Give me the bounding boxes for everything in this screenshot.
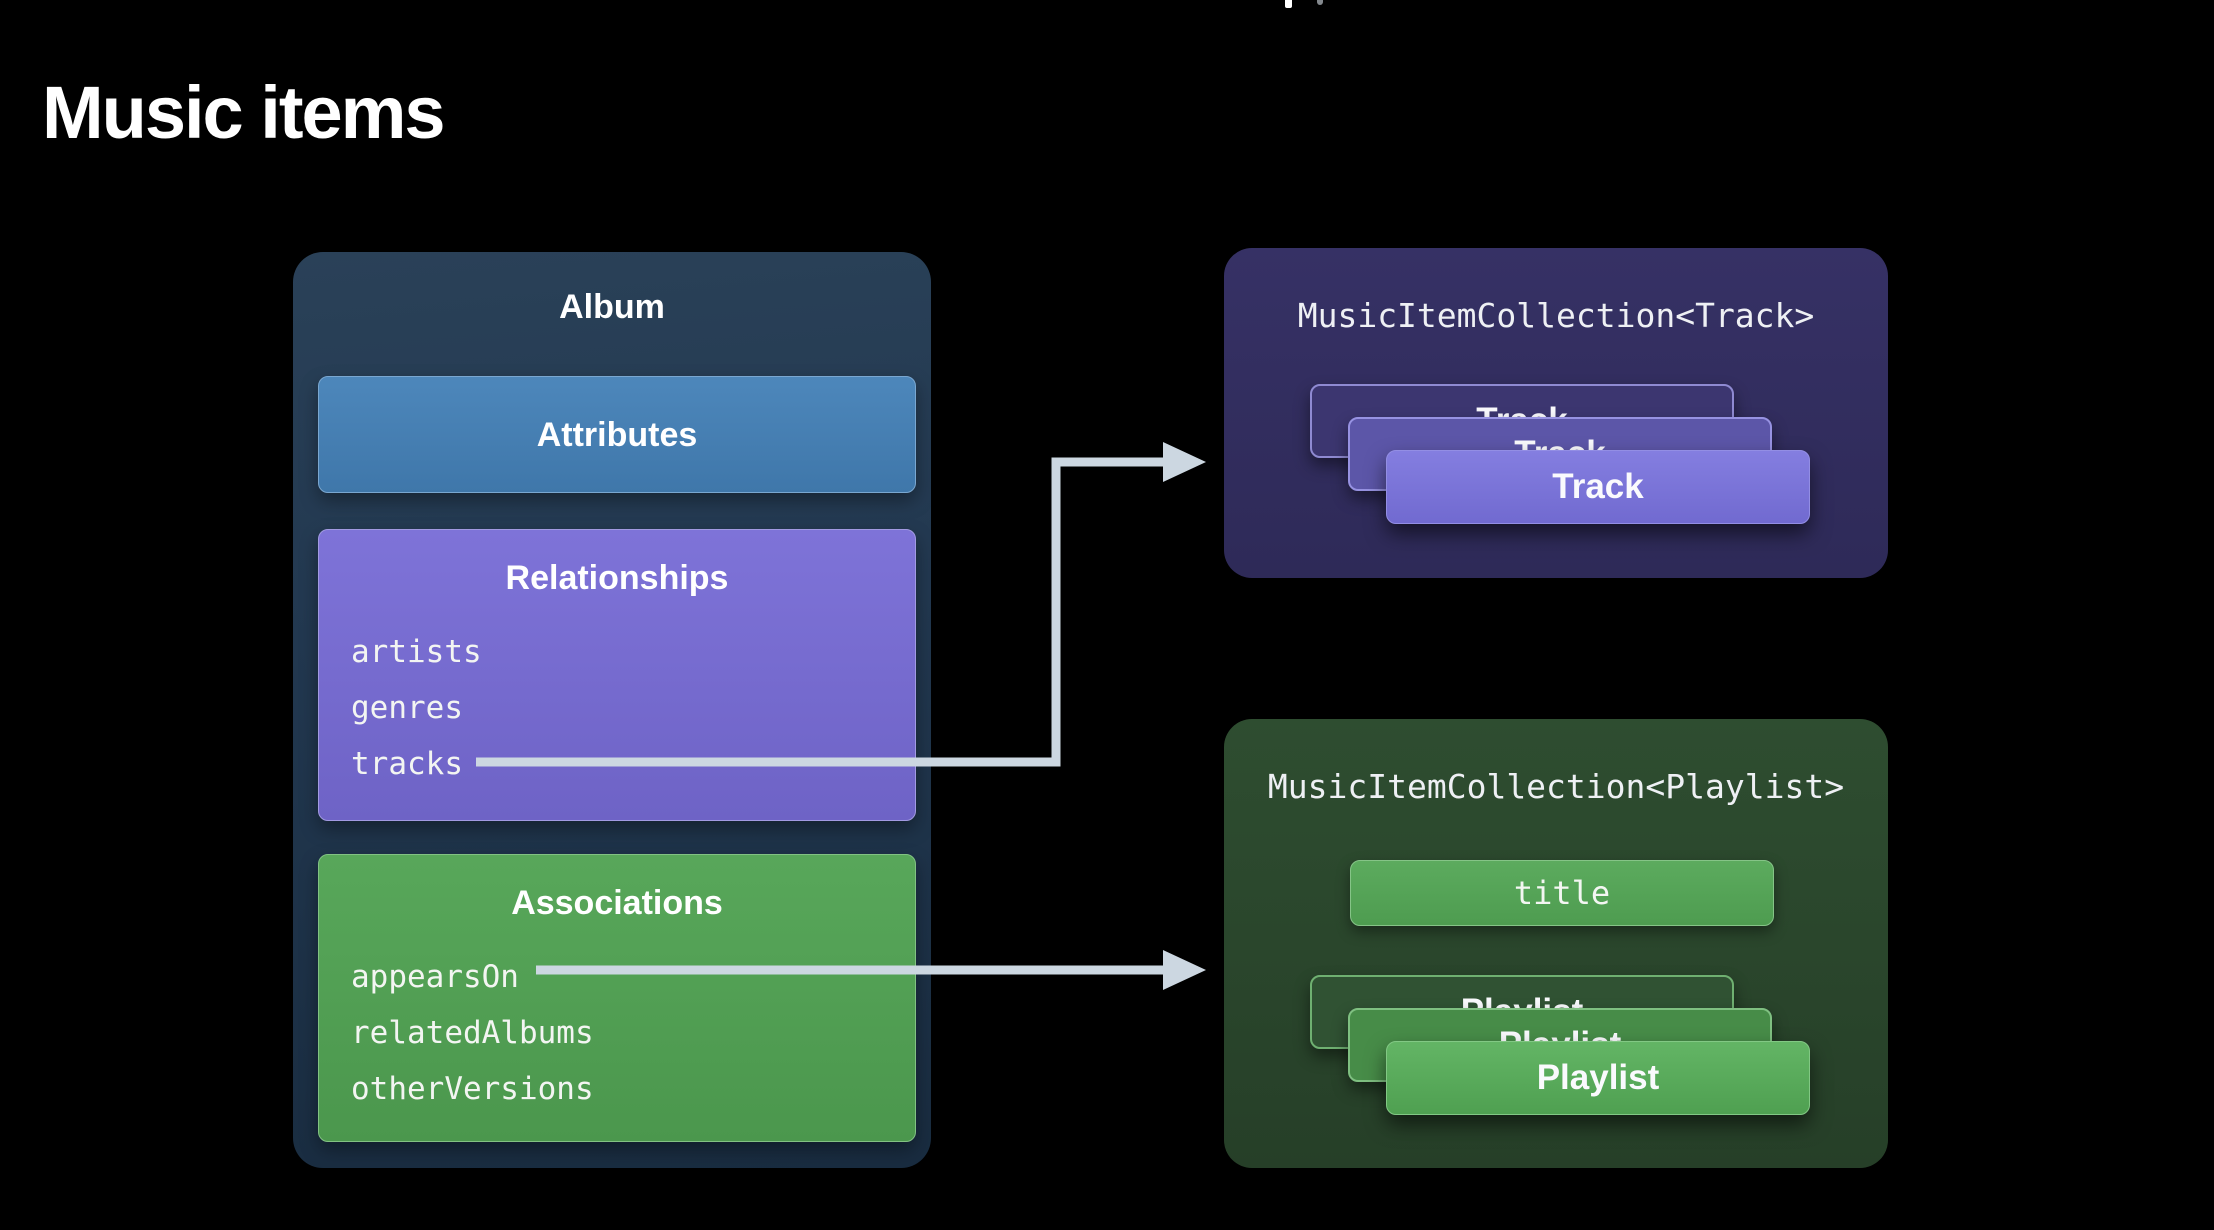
associations-box: Associations appearsOn relatedAlbums oth… <box>318 854 916 1142</box>
playlist-collection-box: MusicItemCollection<Playlist> title Play… <box>1224 719 1888 1168</box>
relationships-title: Relationships <box>505 559 729 597</box>
relationship-item-genres: genres <box>351 690 463 726</box>
page-title: Music items <box>42 70 446 154</box>
association-item-otherversions: otherVersions <box>351 1071 594 1107</box>
relationship-item-tracks: tracks <box>351 746 463 782</box>
track-card-front: Track <box>1386 450 1810 524</box>
playlist-title-field: title <box>1350 860 1774 926</box>
playlist-card-label: Playlist <box>1536 1058 1660 1097</box>
relationships-box: Relationships artists genres tracks <box>318 529 916 821</box>
attributes-box: Attributes <box>318 376 916 493</box>
association-item-relatedalbums: relatedAlbums <box>351 1015 594 1051</box>
attributes-title: Attributes <box>536 415 698 454</box>
playlist-collection-title: MusicItemCollection<Playlist> <box>1267 767 1845 806</box>
track-collection-title: MusicItemCollection<Track> <box>1297 296 1815 335</box>
associations-title: Associations <box>511 884 723 922</box>
association-item-appearson: appearsOn <box>351 959 519 995</box>
album-title: Album <box>559 288 665 326</box>
clipped-text-remnant <box>1317 0 1323 5</box>
playlist-card-front: Playlist <box>1386 1041 1810 1115</box>
playlist-title-field-label: title <box>1513 874 1611 912</box>
relationships-items: artists genres tracks <box>319 624 915 792</box>
track-collection-box: MusicItemCollection<Track> Track Track T… <box>1224 248 1888 578</box>
relationship-item-artists: artists <box>351 634 482 670</box>
clipped-text-remnant <box>1285 0 1292 8</box>
album-entity-box: Album Attributes Relationships artists g… <box>293 252 931 1168</box>
track-card-label: Track <box>1552 467 1644 506</box>
associations-items: appearsOn relatedAlbums otherVersions <box>319 949 915 1117</box>
